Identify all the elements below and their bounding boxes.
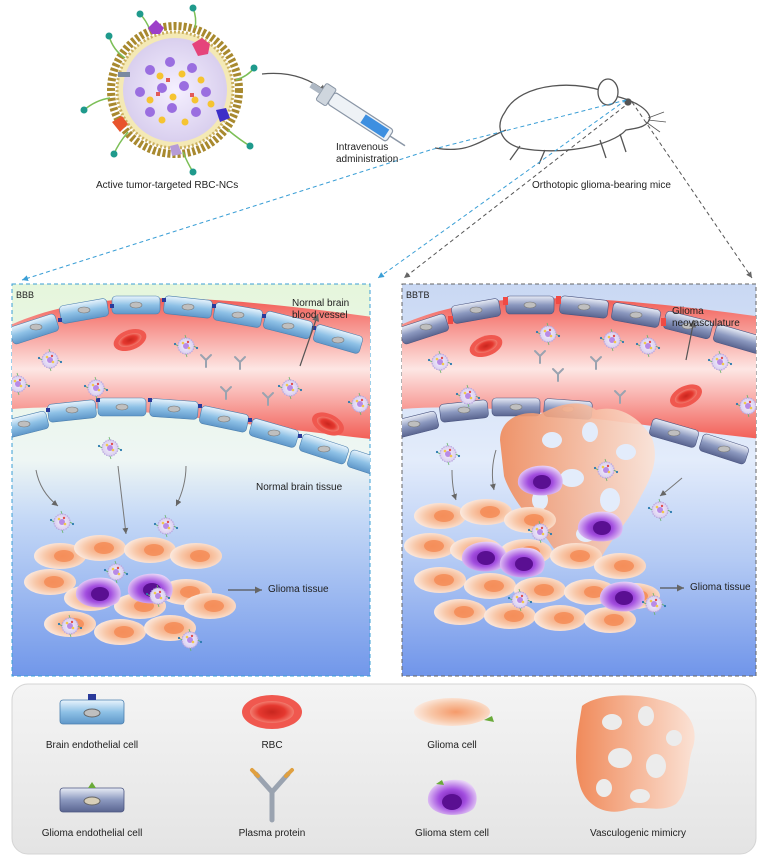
normal-vessel-label-line1: Normal brain — [292, 298, 350, 309]
legend-label-rbc: RBC — [261, 740, 283, 751]
glioma-endothelial-cell-icon — [59, 782, 125, 813]
rbc-nanocarrier — [80, 4, 258, 176]
injection-label-line1: Intravenous — [336, 142, 389, 153]
mouse-icon — [434, 78, 667, 165]
vasculogenic-mimicry-icon — [576, 695, 695, 812]
nanocarrier-label: Active tumor-targeted RBC-NCs — [96, 180, 239, 191]
legend-label-glioma-endothelial: Glioma endothelial cell — [41, 828, 143, 839]
glioma-cell-icon — [414, 698, 494, 726]
legend-label-glioma-stem-cell: Glioma stem cell — [415, 828, 489, 839]
neovasculature-label-line2: neovasculature — [672, 318, 740, 329]
bbtb-tag: BBTB — [406, 290, 430, 300]
bbtb-panel — [401, 283, 757, 677]
legend-label-vasculogenic-mimicry: Vasculogenic mimicry — [590, 828, 686, 839]
brain-endothelial-cell-icon — [59, 694, 125, 725]
legend-label-plasma-protein: Plasma protein — [238, 828, 306, 839]
legend-label-glioma-cell: Glioma cell — [427, 740, 477, 751]
glioma-stem-cell-icon — [427, 779, 477, 815]
rbc-icon — [242, 695, 302, 729]
plasma-protein-icon — [250, 768, 294, 823]
left-glioma-tissue-label: Glioma tissue — [268, 584, 329, 595]
bbb-tag: BBB — [16, 290, 35, 300]
syringe-icon — [309, 82, 406, 147]
legend-label-brain-endothelial: Brain endothelial cell — [45, 740, 139, 751]
neovasculature-label-line1: Glioma — [672, 306, 704, 317]
normal-vessel-label-line2: blood vessel — [292, 310, 348, 321]
injection-label-line2: administration — [336, 154, 399, 165]
bbb-panel — [11, 283, 371, 677]
legend-box — [11, 683, 757, 855]
mouse-label: Orthotopic glioma-bearing mice — [532, 180, 671, 191]
normal-tissue-label: Normal brain tissue — [256, 482, 343, 493]
right-glioma-tissue-label: Glioma tissue — [690, 582, 751, 593]
